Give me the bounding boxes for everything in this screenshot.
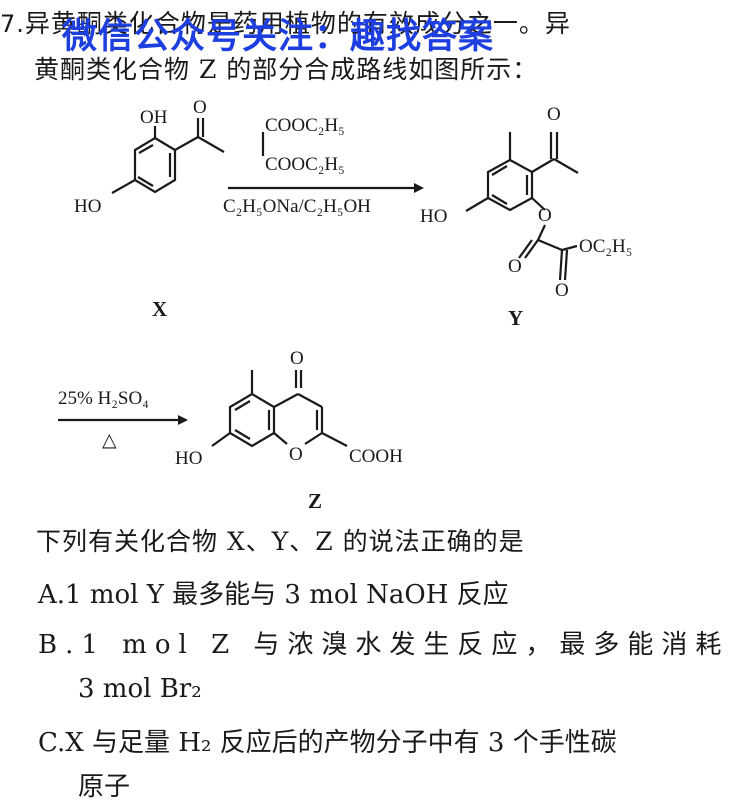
intro-line-2: 黄酮类化合物 Z 的部分合成路线如图所示： <box>34 55 539 84</box>
y-oc2h5-label: OC₂H₅ <box>579 236 632 257</box>
label-x: X <box>152 297 167 321</box>
intro-line-1: 7.异黄酮类化合物是药用植物的有效成分之一。异 <box>0 4 571 40</box>
option-b[interactable]: B.1 mol Z 与浓溴水发生反应，最多能消耗 <box>38 624 729 661</box>
arrow-head-2 <box>178 415 188 425</box>
y-o-ring-label: O <box>538 205 552 226</box>
arrow-head-1 <box>414 183 424 193</box>
x-o-label: O <box>193 97 207 118</box>
option-c-letter: C. <box>38 728 66 758</box>
option-b-continuation: 3 mol Br₂ <box>78 674 202 704</box>
y-o-top-label: O <box>547 104 561 125</box>
condition-2-bottom: △ <box>102 430 117 451</box>
y-ho-label: HO <box>420 206 447 227</box>
reagent-1a: COOC₂H₅ <box>265 115 345 136</box>
option-b-letter: B. <box>38 630 82 660</box>
option-a-letter: A. <box>38 580 66 610</box>
z-o-top-label: O <box>290 348 304 369</box>
option-b-text: 1 mol Z 与浓溴水发生反应，最多能消耗 <box>81 630 729 660</box>
y-o-left-label: O <box>508 256 522 277</box>
option-c-continuation: 原子 <box>78 772 131 802</box>
compound-y <box>465 132 579 281</box>
z-cooh-label: COOH <box>349 446 403 467</box>
label-y: Y <box>508 306 523 330</box>
z-o-ring-label: O <box>289 444 303 465</box>
question-number: 7. <box>0 10 25 38</box>
label-z: Z <box>308 489 322 513</box>
option-c[interactable]: C.X 与足量 H₂ 反应后的产物分子中有 3 个手性碳 <box>38 722 617 759</box>
reagent-1b: COOC₂H₅ <box>265 154 345 175</box>
reaction-scheme: OH O HO X COOC₂H₅ COOC₂H₅ C₂H₅ONa/C₂H₅OH… <box>58 97 632 513</box>
y-o-bottom-label: O <box>555 280 569 301</box>
z-ho-label: HO <box>175 448 202 469</box>
option-a-text: 1 mol Y 最多能与 3 mol NaOH 反应 <box>65 580 509 610</box>
option-a[interactable]: A.1 mol Y 最多能与 3 mol NaOH 反应 <box>38 574 509 611</box>
compound-z <box>211 370 348 448</box>
compound-x <box>111 118 225 194</box>
intro-text-1: 异黄酮类化合物是药用植物的有效成分之一。异 <box>24 9 571 38</box>
question-stem: 下列有关化合物 X、Y、Z 的说法正确的是 <box>36 527 525 556</box>
condition-1: C₂H₅ONa/C₂H₅OH <box>223 196 371 217</box>
x-ho-label: HO <box>74 196 101 217</box>
condition-2-top: 25% H₂SO₄ <box>58 388 149 409</box>
x-oh-label: OH <box>140 107 168 128</box>
watermark: 微信公众号关注：趣找答案 <box>62 17 495 57</box>
option-c-text: X 与足量 H₂ 反应后的产物分子中有 3 个手性碳 <box>65 728 617 758</box>
